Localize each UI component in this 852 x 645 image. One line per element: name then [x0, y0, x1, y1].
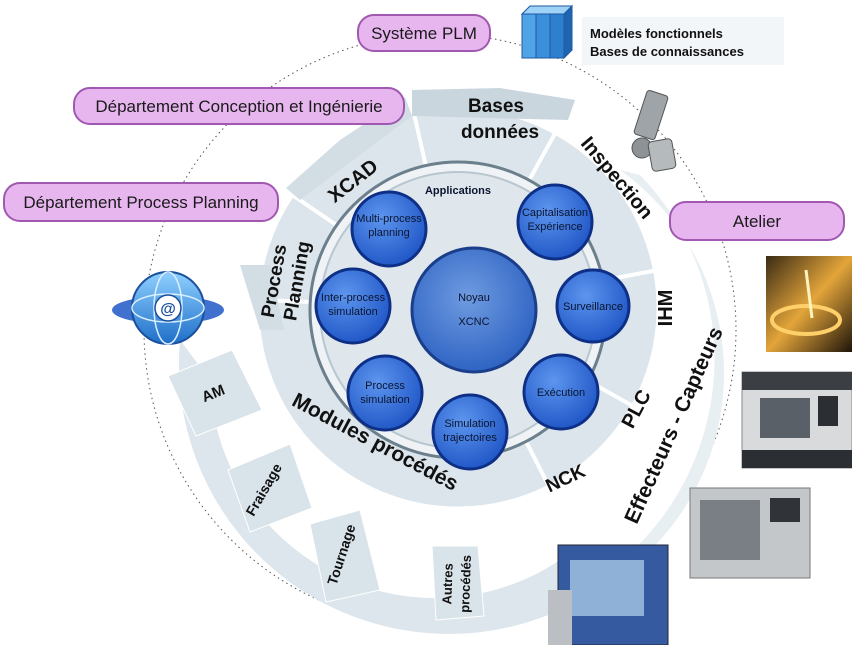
core-node — [410, 246, 538, 374]
multi-label-2: planning — [368, 227, 410, 239]
app-node-simulation-trajectoires — [431, 393, 509, 471]
tournage-tab — [309, 509, 381, 603]
sim-traj-label-2: trajectoires — [443, 432, 497, 444]
app-node-surveillance — [555, 268, 631, 344]
execution-label: Exécution — [537, 387, 585, 399]
conception-pill — [73, 87, 405, 125]
bases-tab — [412, 88, 575, 120]
process-sim-label-2: simulation — [360, 394, 410, 406]
probe-icon — [631, 90, 677, 172]
plm-pill — [357, 14, 491, 52]
modules-band — [178, 340, 581, 634]
sim-traj-label-1: Simulation — [444, 418, 495, 430]
applications-title: Applications — [425, 185, 491, 197]
app-node-inter-process — [314, 267, 392, 345]
outer-dotted-ring — [143, 33, 737, 627]
server-note-line1: Modèles fonctionnels — [590, 26, 723, 41]
laser-photo — [766, 256, 852, 352]
app-node-multi-process — [350, 190, 428, 268]
plm-label: Système PLM — [371, 24, 477, 43]
process-tab — [240, 265, 284, 330]
svg-text:@: @ — [160, 301, 176, 318]
fraisage-tab — [227, 443, 313, 533]
cnc-machine-photo — [741, 371, 852, 469]
bases-label-1: Bases — [468, 96, 524, 117]
app-node-capitalisation — [516, 183, 594, 261]
cap-label-2: Expérience — [527, 221, 582, 233]
effecteurs-band — [560, 170, 725, 610]
server-note-line2: Bases de connaissances — [590, 44, 744, 59]
process-sim-label-1: Process — [365, 380, 405, 392]
process-planning-pill — [3, 182, 279, 222]
inter-label-2: simulation — [328, 306, 378, 318]
inter-label-1: Inter-process — [321, 292, 386, 304]
core-label-2: XCNC — [458, 316, 489, 328]
autres-label-1: Autres — [439, 563, 455, 605]
surveillance-label: Surveillance — [563, 301, 623, 313]
am-tab — [167, 349, 263, 437]
bases-label-2: données — [461, 122, 539, 143]
multi-label-1: Multi-process — [356, 213, 422, 225]
machine-photo — [548, 487, 811, 645]
core-label-1: Noyau — [458, 292, 490, 304]
atelier-pill — [669, 201, 845, 241]
process-planning-label: Département Process Planning — [23, 193, 258, 212]
server-note-box — [582, 17, 784, 65]
server-icon — [520, 4, 574, 60]
ihm-label: IHM — [655, 290, 677, 327]
atelier-label: Atelier — [733, 212, 782, 231]
conception-label: Département Conception et Ingénierie — [95, 97, 382, 116]
autres-tab — [431, 545, 485, 621]
app-node-process-simulation — [346, 354, 424, 432]
globe-at-icon: @ — [112, 271, 224, 345]
app-node-execution — [522, 353, 600, 431]
cap-label-1: Capitalisation — [522, 207, 588, 219]
autres-label-2: procédés — [457, 555, 474, 613]
